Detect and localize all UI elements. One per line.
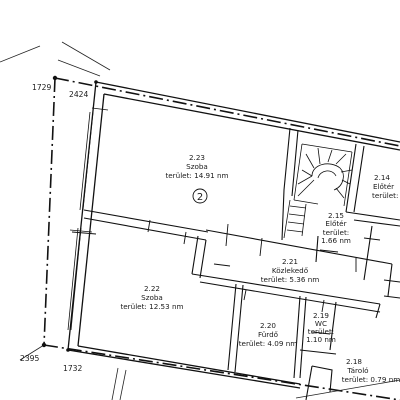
room-name: Szoba xyxy=(186,162,208,171)
room-2-19-label: 2.19 WC terület: 1.10 nm xyxy=(306,311,336,344)
room-2-18-label: 2.18 Tároló terület: 0.79 nm xyxy=(342,357,400,384)
room-area: terület: 5.36 nm xyxy=(261,275,320,284)
interior-walls xyxy=(83,127,400,400)
room-id: 2.14 xyxy=(374,173,390,182)
outer-walls xyxy=(67,81,400,389)
room-area: terület: 12.53 nm xyxy=(120,302,183,311)
point-label-1729: 1729 xyxy=(32,83,51,92)
point-label-2424: 2424 xyxy=(69,90,88,99)
room-id: 2.22 xyxy=(144,284,160,293)
room-id: 2.21 xyxy=(282,257,298,266)
survey-point-2395 xyxy=(41,342,47,348)
room-name: Tároló xyxy=(346,366,368,375)
room-name: Előtér xyxy=(325,219,346,228)
room-2-21-label: 2.21 Közlekedő terület: 5.36 nm xyxy=(261,257,320,284)
room-2-14-label: 2.14 Előtér terület: 6 xyxy=(372,173,400,200)
property-line xyxy=(43,77,400,400)
room-area-label: terület: xyxy=(308,327,334,336)
point-label-1732: 1732 xyxy=(63,364,82,373)
room-name: Szoba xyxy=(141,293,163,302)
room-area: terület: 0.79 nm xyxy=(342,375,400,384)
room-2-23-label: 2.23 Szoba terület: 14.91 nm xyxy=(165,153,228,180)
room-2-20-label: 2.20 Fürdő terület: 4.09 nm xyxy=(239,321,298,348)
room-2-15-label: 2.15 Előtér terület: 1.66 nm xyxy=(321,211,351,245)
room-area-value: 1.66 nm xyxy=(321,236,351,245)
staircase xyxy=(283,143,353,239)
context-lines xyxy=(0,41,400,400)
apartment-marker-number: 2 xyxy=(197,192,203,203)
room-id: 2.20 xyxy=(260,321,276,330)
room-name: Előtér xyxy=(373,182,394,191)
room-area: terület: 4.09 nm xyxy=(239,339,298,348)
door-ticks xyxy=(71,219,381,335)
room-id: 2.19 xyxy=(313,311,329,320)
room-2-22-label: 2.22 Szoba terület: 12.53 nm xyxy=(120,284,183,311)
survey-points xyxy=(41,75,98,352)
room-area-label: terület: xyxy=(323,228,349,237)
point-label-2395: 2395 xyxy=(20,354,39,363)
survey-point-1729 xyxy=(52,75,58,81)
room-name: Fürdő xyxy=(258,330,278,339)
room-name: Közlekedő xyxy=(272,266,308,275)
room-area-value: 1.10 nm xyxy=(306,335,336,344)
room-id: 2.23 xyxy=(189,153,205,162)
room-area: terület: 6 xyxy=(372,191,400,200)
room-area: terület: 14.91 nm xyxy=(165,171,228,180)
apartment-marker-circle xyxy=(192,188,208,204)
room-id: 2.18 xyxy=(346,357,362,366)
survey-point-1732 xyxy=(66,348,70,352)
room-name: WC xyxy=(315,319,327,328)
survey-point-2424 xyxy=(94,80,98,84)
room-id: 2.15 xyxy=(328,211,344,220)
west-windows xyxy=(67,107,109,331)
